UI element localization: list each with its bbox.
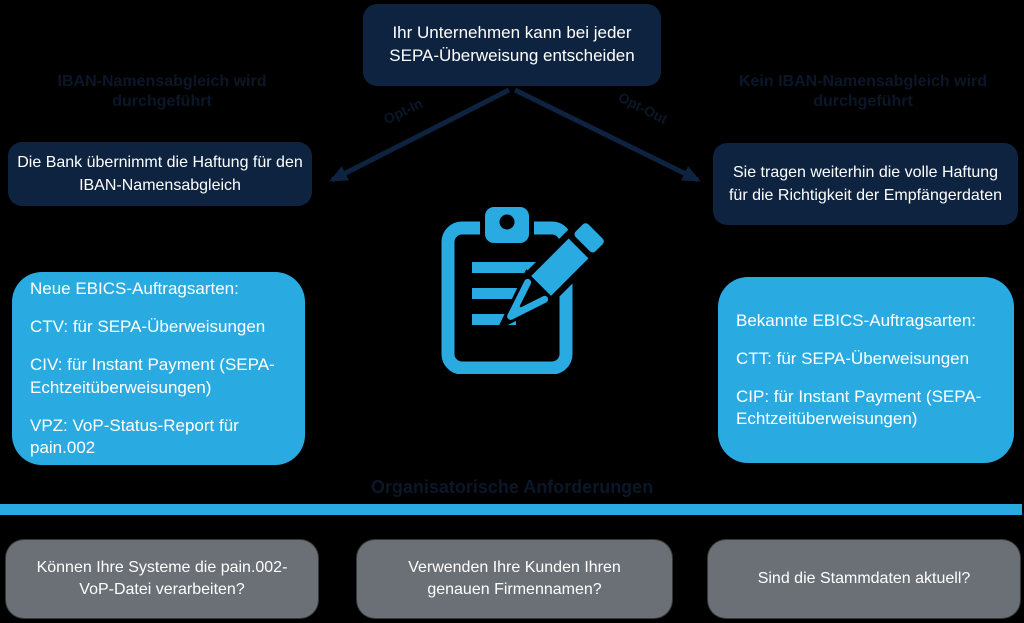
bottom-section-heading: Organisatorische Anforderungen — [370, 477, 654, 497]
cyan-divider — [0, 504, 1022, 515]
decision-box-text: Ihr Unternehmen kann bei jeder SEPA-Über… — [389, 23, 635, 65]
arrow-left — [329, 87, 511, 183]
ebics-new-item: CTV: für SEPA-Überweisungen — [30, 317, 266, 337]
ebics-new-item: VPZ: VoP-Status-Report für pain.002 — [30, 415, 239, 457]
decision-box: Ihr Unternehmen kann bei jeder SEPA-Über… — [363, 4, 661, 86]
ebics-known-item: CIP: für Instant Payment (SEPA-Echtzeitü… — [736, 387, 982, 429]
ebics-box-new: Neue EBICS-Auftragsarten: CTV: für SEPA-… — [12, 272, 305, 465]
ebics-known-title: Bekannte EBICS-Auftragsarten: — [736, 310, 977, 330]
question-text: Können Ihre Systeme die pain.002-VoP-Dat… — [36, 558, 288, 598]
ebics-known-item: CTT: für SEPA-Überweisungen — [736, 348, 970, 368]
liability-text-right: Sie tragen weiterhin die volle Haftung f… — [728, 163, 1003, 204]
question-box: Können Ihre Systeme die pain.002-VoP-Dat… — [6, 540, 318, 618]
decision-arrows — [329, 87, 701, 183]
liability-text-left: Die Bank übernimmt die Haftung für den I… — [17, 153, 303, 194]
ebics-new-title: Neue EBICS-Auftragsarten: — [30, 279, 239, 299]
question-text: Verwenden Ihre Kunden Ihren genauen Firm… — [408, 558, 621, 598]
clipboard-pencil-icon — [436, 202, 606, 374]
liability-box-left: Die Bank übernimmt die Haftung für den I… — [8, 142, 312, 206]
liability-box-right: Sie tragen weiterhin die volle Haftung f… — [713, 143, 1018, 225]
branch-heading-left: IBAN-Namensabgleich wird durchgeführt — [57, 73, 267, 110]
ebics-box-known: Bekannte EBICS-Auftragsarten: CTT: für S… — [718, 277, 1014, 463]
arrow-right — [513, 87, 701, 183]
ebics-new-item: CIV: für Instant Payment (SEPA-Echtzeitü… — [30, 355, 275, 397]
branch-heading-right: Kein IBAN-Namensabgleich wird durchgefüh… — [738, 73, 988, 110]
question-box: Verwenden Ihre Kunden Ihren genauen Firm… — [357, 540, 672, 618]
question-text: Sind die Stammdaten aktuell? — [757, 569, 971, 587]
question-box: Sind die Stammdaten aktuell? — [708, 540, 1020, 618]
